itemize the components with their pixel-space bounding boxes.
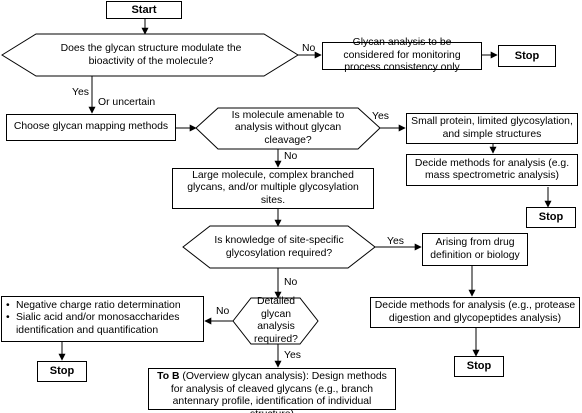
box-small-protein: Small protein, limited glycosylation, an…: [406, 113, 578, 144]
label-or-uncertain: Or uncertain: [98, 97, 156, 108]
label-no-2: No: [284, 151, 298, 162]
box-charge-sialic: • Negative charge ratio determination • Si…: [1, 296, 204, 342]
box-choose-mapping: Choose glycan mapping methods: [6, 114, 176, 141]
box-to-b: To B (Overview glycan analysis): Design …: [148, 368, 396, 413]
bullet-item: • Sialic acid and/or monosaccharides iden…: [6, 312, 199, 337]
box-decide-ms: Decide methods for analysis (e.g. mass s…: [406, 154, 578, 186]
label-yes-4: Yes: [284, 350, 301, 361]
box-monitoring: Glycan analysis to be considered for mon…: [322, 37, 482, 73]
decision-site-specific: Is knowledge of site-specific glycosylat…: [214, 235, 344, 259]
start-label: Start: [131, 3, 157, 16]
stop-terminal-1: Stop: [498, 45, 556, 67]
stop-terminal-2: Stop: [526, 207, 576, 228]
bullet-glyph: •: [6, 312, 10, 324]
box-decide-protease: Decide methods for analysis (e.g., prote…: [370, 297, 580, 328]
box-arising: Arising from drug definition or biology: [422, 233, 528, 266]
bullet-glyph: •: [6, 300, 10, 311]
box-large-molecule: Large molecule, complex branched glycans…: [172, 168, 374, 209]
label-no-1: No: [302, 43, 316, 54]
stop-label: Stop: [514, 49, 540, 62]
bullet-item: • Negative charge ratio determination: [6, 300, 199, 312]
label-yes-2: Yes: [372, 111, 389, 122]
stop-terminal-3: Stop: [454, 356, 504, 377]
to-b-bold: To B: [157, 371, 180, 382]
decision-shape-detailed: [232, 297, 319, 345]
bullet-text: Negative charge ratio determination: [16, 300, 181, 311]
start-terminal: Start: [106, 1, 182, 19]
label-no-3: No: [284, 277, 298, 288]
label-yes-1: Yes: [72, 87, 89, 98]
label-yes-3: Yes: [387, 236, 404, 247]
stop-label: Stop: [49, 365, 75, 378]
decision-cleavage: Is molecule amenable to analysis without…: [231, 109, 345, 146]
to-b-text: (Overview glycan analysis): Design metho…: [170, 371, 387, 413]
decision-detailed: Detailed glycan analysis required?: [254, 296, 298, 345]
label-no-4: No: [216, 306, 230, 317]
decision-bioactivity: Does the glycan structure modulate the b…: [60, 43, 242, 67]
stop-label: Stop: [538, 211, 564, 224]
bullet-text: Sialic acid and/or monosaccharides ident…: [16, 312, 180, 336]
stop-terminal-4: Stop: [37, 361, 87, 382]
stop-label: Stop: [466, 360, 492, 373]
